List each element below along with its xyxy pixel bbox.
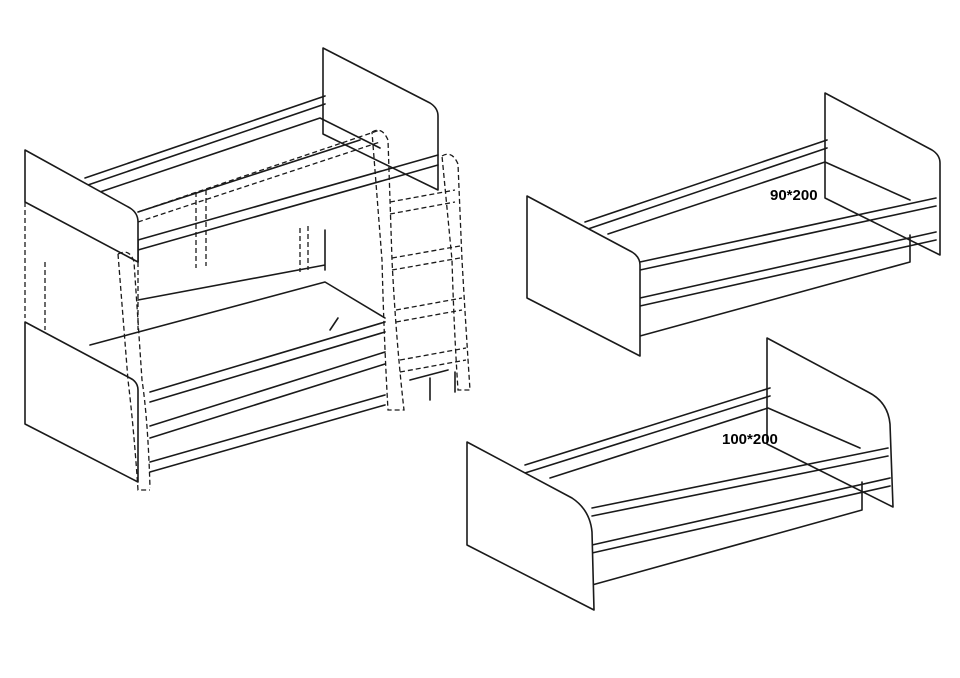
bunk-bed	[24, 47, 471, 491]
bed-100-size-label: 100*200	[722, 431, 778, 448]
bed-100-platform	[549, 407, 889, 517]
bunk-top-rear-rail	[84, 95, 326, 187]
bed-100-headboard	[766, 337, 894, 508]
bed-90x200: 90*200	[526, 92, 941, 357]
bed-90-rear-rail	[584, 139, 828, 231]
bunk-bottom-rails	[89, 281, 386, 473]
bed-90-platform	[607, 161, 937, 271]
bunk-top-front-rail	[137, 154, 439, 263]
bunk-front-headboard-top	[24, 149, 139, 263]
bunk-left-post	[117, 251, 151, 491]
bed-90-headboard	[824, 92, 941, 256]
bed-100-rear-rail	[524, 387, 771, 474]
bed-100-footboard	[466, 441, 595, 611]
bunk-ladder	[371, 129, 471, 411]
bunk-bottom-back	[137, 229, 326, 301]
bed-90-side-rail	[639, 231, 937, 337]
bed-90-footboard	[526, 195, 641, 357]
bunk-front-headboard-join	[24, 202, 139, 330]
bunk-top-platform	[99, 117, 381, 213]
bed-100x200: 100*200	[466, 337, 894, 611]
bed-100-side-rail	[591, 477, 891, 586]
bunk-front-headboard-bottom	[24, 321, 139, 483]
bed-90-size-label: 90*200	[770, 187, 818, 204]
bunk-bottom-latch	[329, 317, 339, 331]
bunk-back-headboard	[322, 47, 439, 191]
